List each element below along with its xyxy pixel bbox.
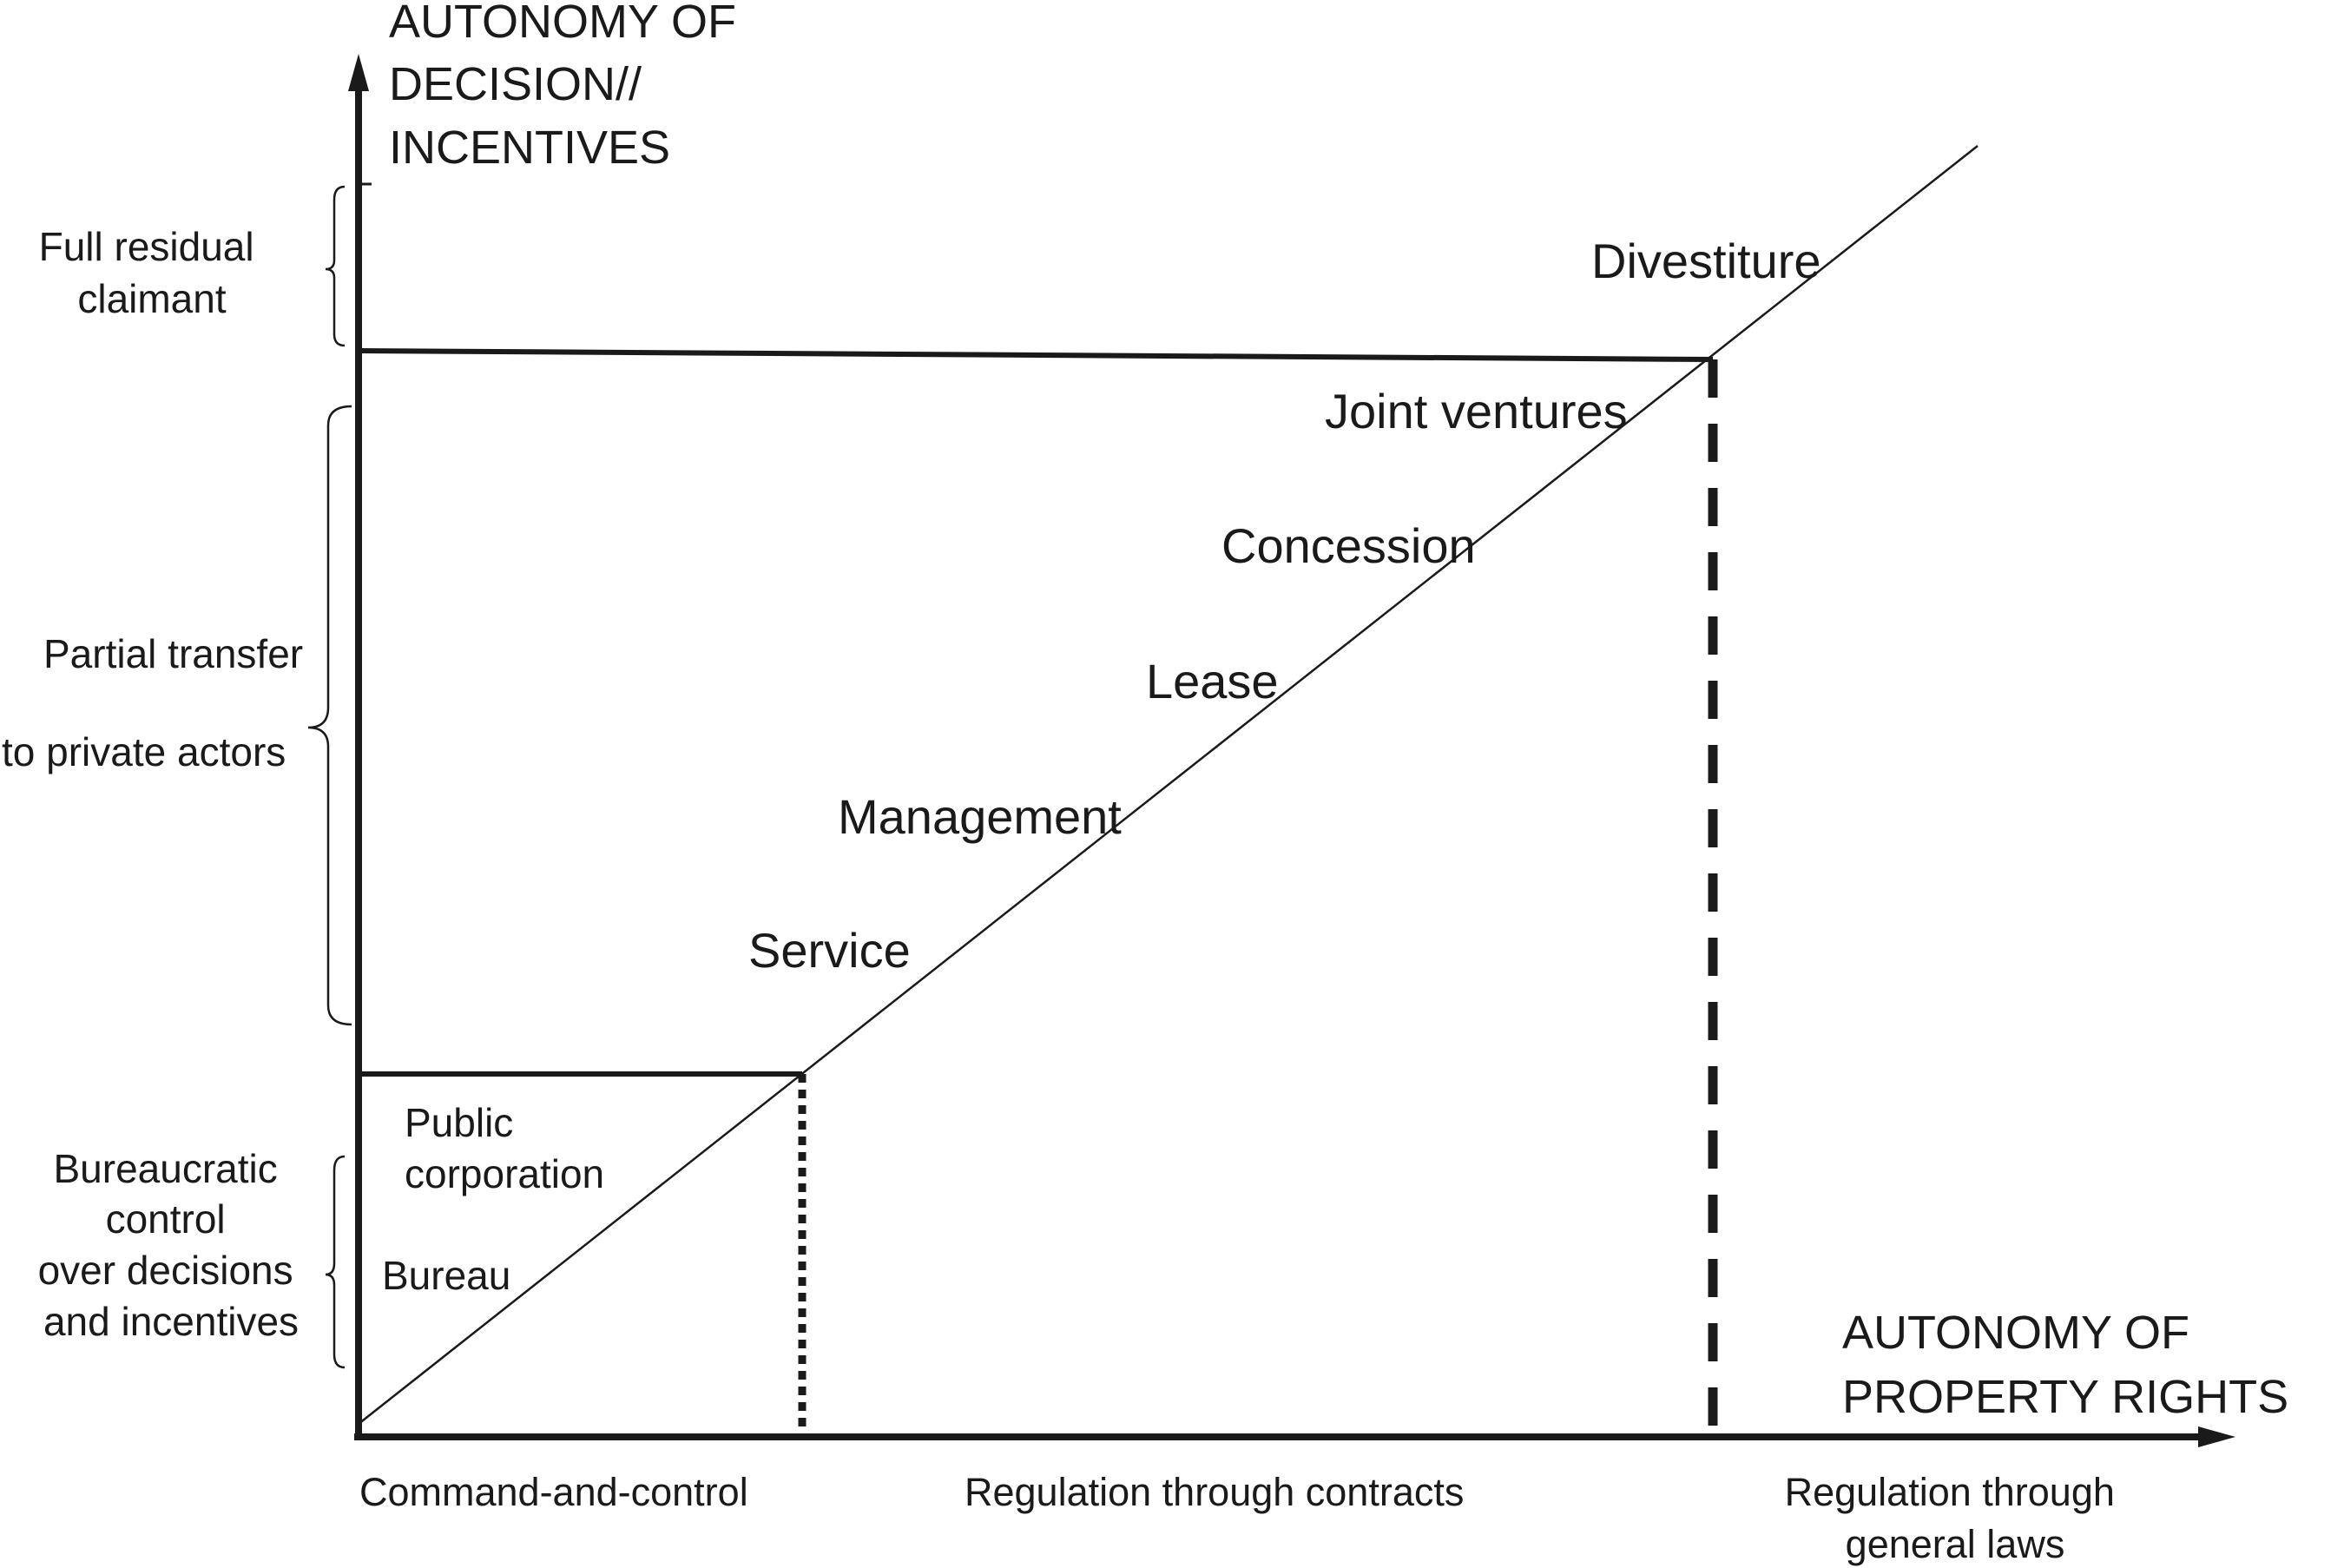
y-axis-title-line-2: DECISION// xyxy=(389,58,642,110)
bureaucratic-line-2: control xyxy=(106,1196,226,1242)
brace-full-residual xyxy=(325,185,346,347)
partial-transfer-line-1: Partial transfer xyxy=(43,631,303,676)
partial-transfer-label: Partial transfer to private actors xyxy=(2,631,314,774)
bureaucratic-line-1: Bureaucratic xyxy=(53,1146,277,1191)
general-laws-line-2: general laws xyxy=(1846,1522,2065,1566)
full-residual-label: Full residual claimant xyxy=(39,224,266,321)
x-axis-title-line-1: AUTONOMY OF xyxy=(1842,1307,2189,1359)
full-residual-line-2: claimant xyxy=(77,276,227,321)
stage-service: Service xyxy=(748,923,911,978)
x-axis-title: AUTONOMY OF PROPERTY RIGHTS xyxy=(1842,1307,2288,1423)
y-axis-arrowhead xyxy=(348,54,369,91)
partial-transfer-line-2: to private actors xyxy=(2,729,286,774)
stage-concession: Concession xyxy=(1221,518,1476,573)
x-axis-arrowhead xyxy=(2198,1426,2235,1447)
upper-horizontal-line xyxy=(358,348,1714,362)
y-axis-title-line-1: AUTONOMY OF xyxy=(389,0,736,48)
stage-divestiture: Divestiture xyxy=(1591,234,1821,288)
stage-public-corporation: Public corporation xyxy=(405,1100,604,1196)
stage-bureau: Bureau xyxy=(382,1253,510,1298)
bureaucratic-line-4: and incentives xyxy=(43,1299,299,1344)
regime-contracts: Regulation through contracts xyxy=(965,1470,1464,1514)
diagonal-line xyxy=(358,145,1979,1425)
stage-lease: Lease xyxy=(1146,654,1279,708)
stage-joint-ventures: Joint ventures xyxy=(1325,384,1628,438)
general-laws-line-1: Regulation through xyxy=(1785,1470,2115,1514)
full-residual-line-1: Full residual xyxy=(39,224,254,269)
regime-general-laws: Regulation through general laws xyxy=(1785,1470,2126,1566)
brace-bureaucratic xyxy=(325,1155,346,1369)
bureaucratic-line-3: over decisions xyxy=(38,1248,293,1293)
y-axis-title-line-3: INCENTIVES xyxy=(389,122,670,174)
y-axis-title: AUTONOMY OF DECISION// INCENTIVES xyxy=(389,0,749,174)
regime-command-and-control: Command-and-control xyxy=(359,1470,748,1514)
x-axis-title-line-2: PROPERTY RIGHTS xyxy=(1842,1371,2288,1423)
stage-management: Management xyxy=(838,789,1122,844)
brace-partial-transfer xyxy=(307,405,352,1026)
public-corporation-line-2: corporation xyxy=(405,1151,604,1196)
bureaucratic-label: Bureaucratic control over decisions and … xyxy=(38,1146,305,1344)
public-corporation-line-1: Public xyxy=(405,1100,513,1145)
